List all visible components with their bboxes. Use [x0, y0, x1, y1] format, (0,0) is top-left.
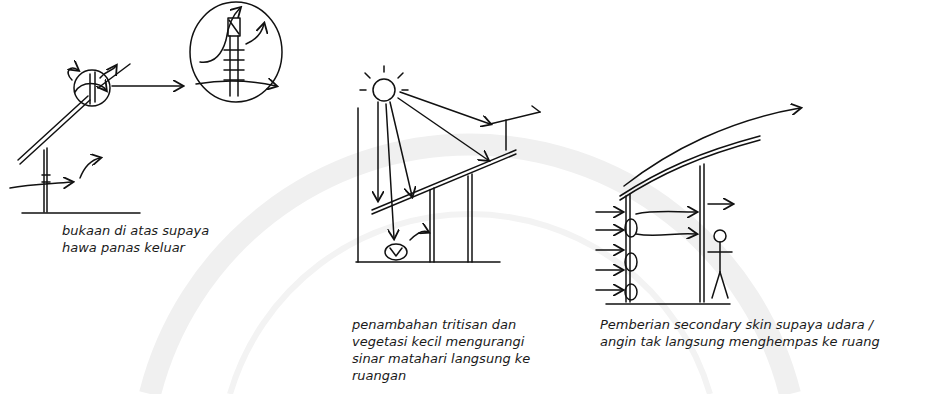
secondary-skin-sketch [596, 108, 800, 304]
handwritten-note: Pemberian secondary skin supaya udara / … [600, 316, 900, 350]
watermark-arc [150, 145, 790, 394]
overhang-sketch [356, 66, 540, 262]
handwritten-note: penambahan tritisan dan vegetasi kecil m… [352, 316, 542, 384]
roof-opening-sketch [10, 2, 282, 213]
handwritten-note: bukaan di atas supaya hawa panas keluar [62, 222, 232, 256]
